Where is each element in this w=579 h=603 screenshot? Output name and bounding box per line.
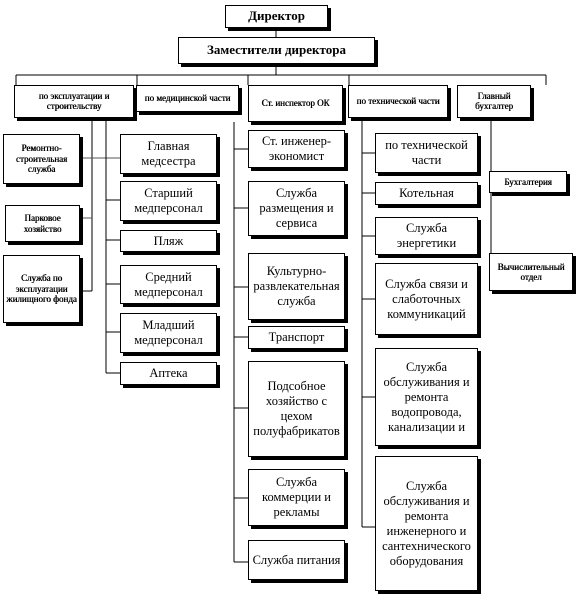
unit-middle-medical-staff: Средний медперсонал xyxy=(120,265,217,304)
department-hr-inspector: Ст. инспектор ОК xyxy=(248,85,343,122)
unit-entertainment-service: Культурно-развлекательная служба xyxy=(248,253,345,320)
director-label: Директор xyxy=(248,8,305,24)
unit-boiler-house: Котельная xyxy=(375,182,478,205)
unit-transport: Транспорт xyxy=(248,326,345,349)
unit-senior-engineer-economist: Ст. инженер-экономист xyxy=(248,130,345,168)
unit-pharmacy: Аптека xyxy=(120,362,217,385)
department-chief-accountant: Главный бухгалтер xyxy=(457,85,531,118)
department-technical: по технической части xyxy=(348,85,448,118)
unit-park-facilities: Парковое хозяйство xyxy=(5,205,80,242)
department-medical: по медицинской части xyxy=(136,85,239,112)
unit-auxiliary-farm: Подсобное хозяйство с цехом полуфабрикат… xyxy=(248,361,345,457)
unit-housing-operation: Служба по эксплуатации жилищного фонда xyxy=(3,255,80,323)
unit-beach: Пляж xyxy=(120,230,217,252)
unit-technical-part: по технической части xyxy=(375,133,478,173)
unit-accommodation-service: Служба размещения и сервиса xyxy=(248,181,345,236)
unit-accounting: Бухгалтерия xyxy=(489,171,567,193)
deputies-box: Заместители директора xyxy=(178,37,375,64)
unit-power-service: Служба энергетики xyxy=(375,217,478,255)
director-box: Директор xyxy=(225,5,328,28)
unit-junior-medical-staff: Младший медперсонал xyxy=(120,313,217,353)
unit-water-sewage-service: Служба обслуживания и ремонта водопровод… xyxy=(375,348,478,446)
unit-engineering-equipment-service: Служба обслуживания и ремонта инженерног… xyxy=(375,456,478,591)
unit-repair-construction: Ремонтно-строительная служба xyxy=(3,134,80,184)
deputies-label: Заместители директора xyxy=(207,42,346,58)
unit-commerce-advertising: Служба коммерции и рекламы xyxy=(248,469,345,526)
unit-communications-service: Служба связи и слаботочных коммуникаций xyxy=(375,263,478,335)
unit-senior-medical-staff: Старший медперсонал xyxy=(120,181,217,221)
unit-head-nurse: Главная медсестра xyxy=(120,134,217,174)
unit-catering-service: Служба питания xyxy=(248,540,345,580)
unit-computing-department: Вычислительный отдел xyxy=(489,253,573,291)
department-exploitation: по эксплуатации и строительству xyxy=(14,85,134,118)
